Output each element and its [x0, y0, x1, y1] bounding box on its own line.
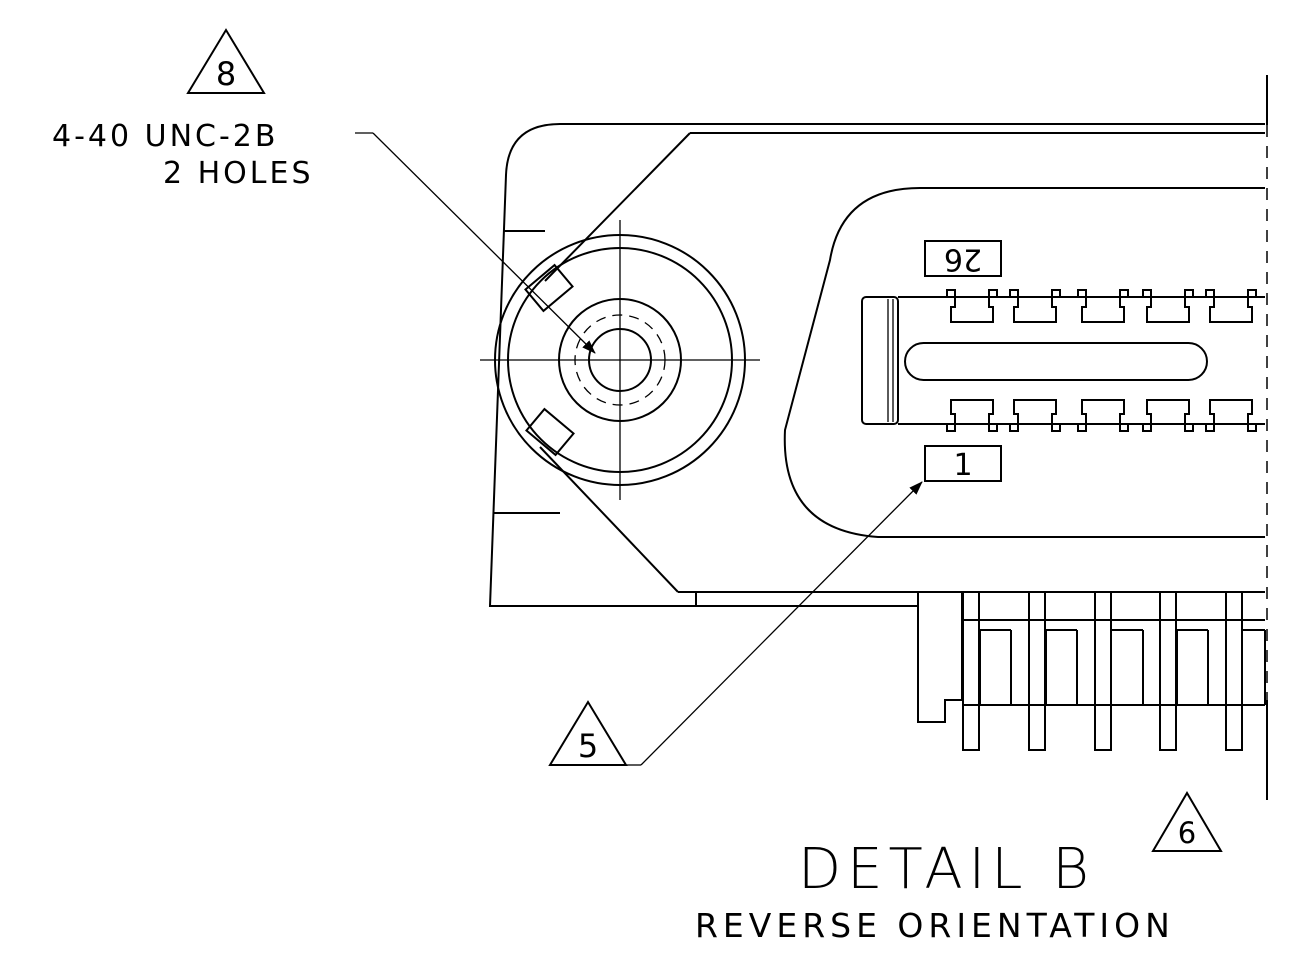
flag-6-text: 6	[1178, 816, 1196, 850]
detail-title: DETAIL B 6 REVERSE ORIENTATION	[695, 791, 1223, 945]
contact-top	[1142, 289, 1194, 323]
pin-tail	[1225, 592, 1243, 751]
threaded-hole-assembly	[480, 220, 760, 500]
thread-note-line2: 2 HOLES	[163, 156, 314, 191]
contact-top	[1205, 289, 1257, 323]
pin-window	[1241, 629, 1266, 705]
pin-tail	[1094, 592, 1112, 751]
pin-tail	[1028, 592, 1046, 751]
retaining-clip-lower	[525, 407, 575, 457]
pin-label-1-text: 1	[953, 448, 972, 483]
pin-window	[1110, 629, 1144, 705]
pin-window	[979, 629, 1012, 705]
pin-label-1: 1	[924, 445, 1002, 483]
contact-bottom	[1077, 399, 1129, 432]
connector-face	[783, 187, 1265, 538]
contact-bottom	[1142, 399, 1194, 432]
contact-top	[946, 289, 998, 323]
contact-row-bottom	[946, 399, 1257, 432]
detail-title-sub: REVERSE ORIENTATION	[695, 906, 1175, 945]
detail-title-main: DETAIL B	[798, 837, 1095, 902]
pin-label-26-text: 26	[944, 242, 982, 277]
contact-row-top	[946, 289, 1257, 323]
flag-triangle-6	[1151, 791, 1223, 852]
thread-note-callout: 8 4-40 UNC-2B 2 HOLES	[52, 28, 596, 354]
pin-tail	[962, 592, 980, 751]
pin-one-callout: 5	[548, 481, 923, 766]
contact-top	[1009, 289, 1061, 323]
flag-5-text: 5	[578, 727, 598, 765]
contact-bottom	[946, 399, 998, 432]
connector-shell	[488, 123, 1265, 607]
pin-window	[1176, 629, 1209, 705]
pin-window	[1045, 629, 1078, 705]
terminal-pins	[917, 592, 1266, 751]
contact-top	[1077, 289, 1129, 323]
flag-8-text: 8	[216, 55, 236, 93]
polarizing-slot	[904, 342, 1208, 381]
flag-triangle-8	[186, 28, 266, 94]
flag-triangle-5	[548, 700, 628, 766]
contact-bottom	[1009, 399, 1061, 432]
retaining-clip-upper	[524, 263, 574, 313]
pin-tail	[1159, 592, 1177, 751]
thread-note-line1: 4-40 UNC-2B	[52, 119, 278, 154]
pin-label-26: 26	[924, 240, 1002, 277]
contact-bottom	[1205, 399, 1257, 432]
